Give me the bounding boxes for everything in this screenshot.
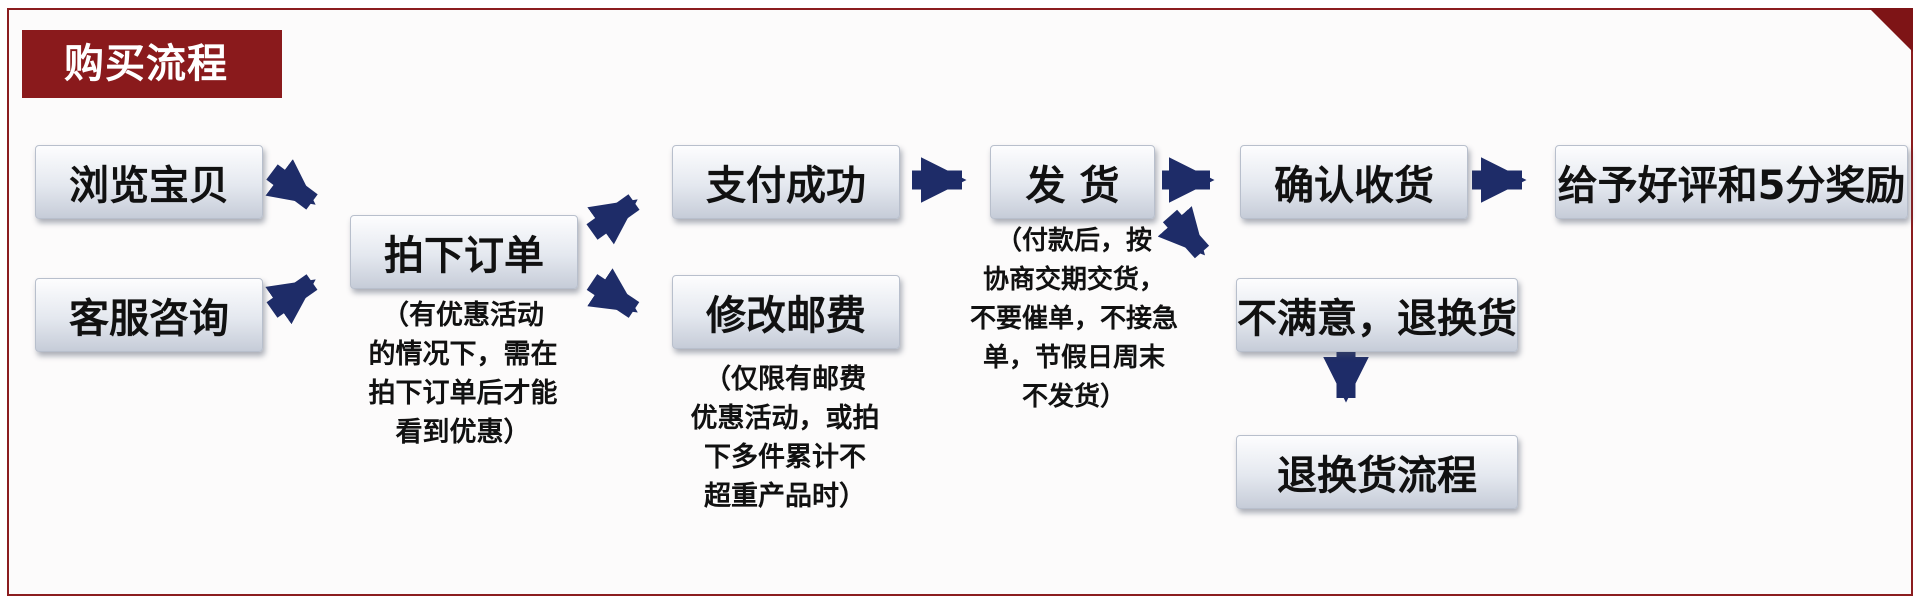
step-browse-label: 浏览宝贝 [69, 163, 229, 209]
step-service: 客服咨询 [35, 278, 263, 352]
note-ship-line: 不发货） [1021, 382, 1126, 412]
note-ship-line: （付款后，按 [995, 226, 1152, 256]
step-service-label: 客服咨询 [69, 296, 229, 342]
step-ship-label: 发 货 [1025, 163, 1120, 209]
step-review-label: 给予好评和5分奖励 [1557, 163, 1906, 209]
step-confirm: 确认收货 [1240, 145, 1468, 219]
note-ship-line: 不要催单，不接急 [969, 304, 1178, 334]
note-postage-line: 超重产品时） [704, 481, 866, 512]
arrow-ship-to-unsatisfied [1157, 206, 1210, 259]
step-order-label: 拍下订单 [384, 233, 544, 279]
note-order-line: 拍下订单后才能 [368, 378, 558, 409]
step-paid-label: 支付成功 [706, 163, 866, 209]
note-order-line: 的情况下，需在 [368, 339, 558, 370]
note-order-line: （有优惠活动 [382, 300, 544, 331]
step-confirm-label: 确认收货 [1274, 163, 1434, 209]
step-browse: 浏览宝贝 [35, 145, 263, 219]
step-return-flow-label: 退换货流程 [1277, 453, 1477, 499]
arrow-browse-to-order [265, 159, 318, 210]
step-review: 给予好评和5分奖励 [1555, 145, 1908, 219]
note-postage-line: 优惠活动，或拍 [690, 403, 880, 434]
note-postage-line: （仅限有邮费 [704, 364, 866, 395]
step-paid: 支付成功 [672, 145, 900, 219]
note-ship: （付款后，按 协商交期交货， 不要催单，不接急 单，节假日周末 不发货） [934, 222, 1214, 417]
arrow-service-to-order [265, 274, 318, 325]
slide-frame [7, 8, 1913, 596]
note-order-line: 看到优惠） [395, 417, 531, 448]
step-ship: 发 货 [990, 145, 1155, 219]
step-unsatisfied-label: 不满意，退换货 [1237, 296, 1517, 342]
step-order: 拍下订单 [350, 215, 578, 289]
note-postage: （仅限有邮费 优惠活动，或拍 下多件累计不 超重产品时） [644, 360, 926, 516]
step-return-flow: 退换货流程 [1236, 435, 1518, 509]
note-postage-line: 下多件累计不 [704, 442, 866, 473]
arrow-order-to-paid [586, 194, 640, 245]
arrow-order-to-modify [586, 268, 640, 318]
corner-decoration [1869, 8, 1913, 52]
step-modify-postage-label: 修改邮费 [706, 293, 866, 339]
note-order: （有优惠活动 的情况下，需在 拍下订单后才能 看到优惠） [322, 296, 604, 452]
step-unsatisfied: 不满意，退换货 [1236, 278, 1518, 352]
note-ship-line: 协商交期交货， [982, 265, 1165, 295]
step-modify-postage: 修改邮费 [672, 275, 900, 349]
page-title: 购买流程 [22, 30, 282, 98]
note-ship-line: 单，节假日周末 [982, 343, 1165, 373]
